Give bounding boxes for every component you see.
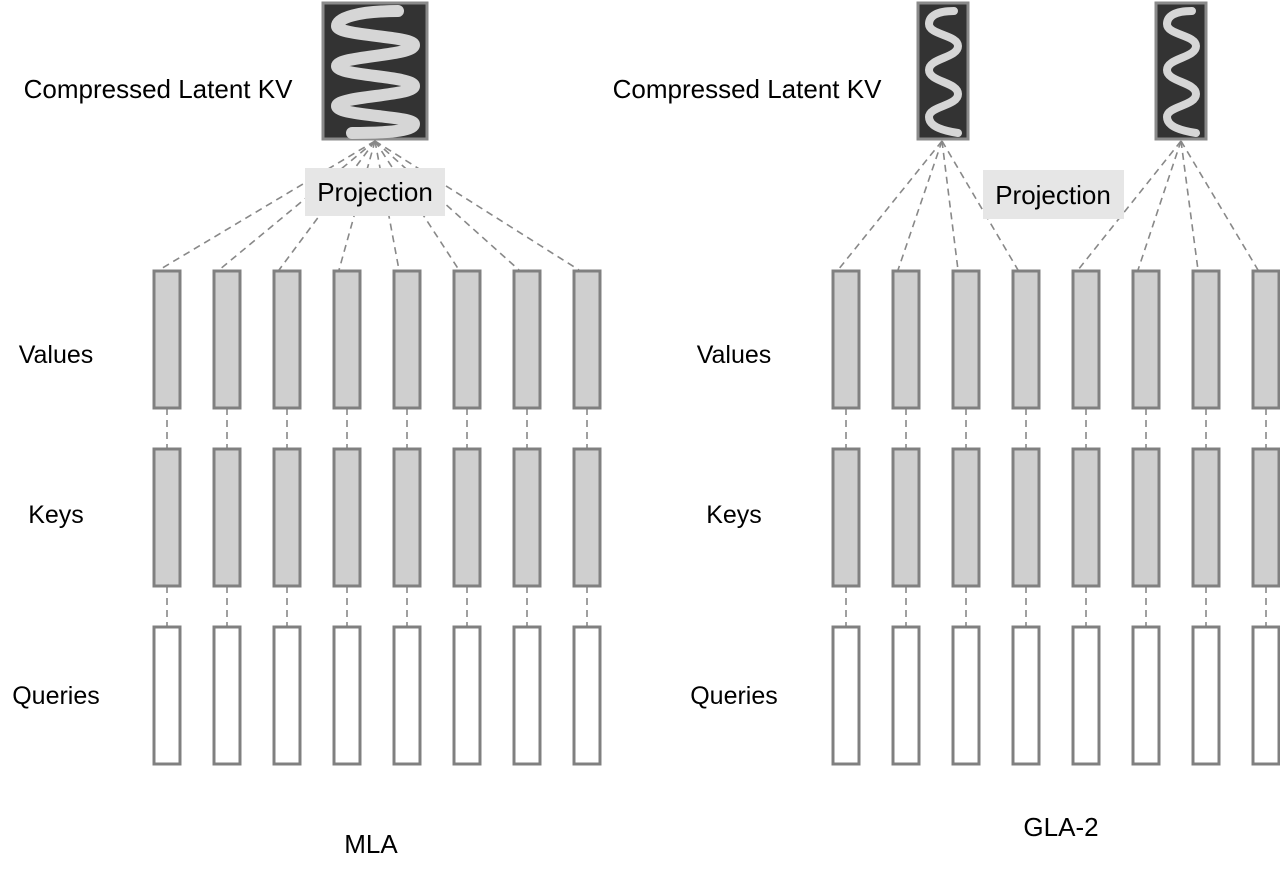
mla-latent-label: Compressed Latent KV	[24, 74, 293, 104]
gla2-value-head-7	[1191, 269, 1221, 410]
gla2-projection-line-3	[941, 140, 959, 271]
mla-query-head-1	[152, 625, 182, 766]
gla2-queries-label: Queries	[690, 682, 778, 710]
gla2-projection-label: Projection	[995, 180, 1111, 210]
mla-values-label: Values	[19, 341, 94, 369]
gla2-heads	[831, 269, 1280, 766]
gla2-value-head-6	[1131, 269, 1161, 410]
mla-key-head-8	[572, 447, 602, 588]
mla-key-head-1	[152, 447, 182, 588]
mla-value-head-8	[572, 269, 602, 410]
mla-projection-line-7	[374, 140, 520, 271]
gla2-title: GLA-2	[1023, 812, 1098, 842]
gla2-value-head-4	[1011, 269, 1041, 410]
gla2-key-head-3	[951, 447, 981, 588]
mla-title: MLA	[344, 829, 398, 859]
gla2-projection-line-7	[1180, 140, 1199, 271]
gla2-value-head-2	[891, 269, 921, 410]
gla2-query-head-6	[1131, 625, 1161, 766]
mla-projection-line-8	[374, 140, 580, 271]
mla-projection-line-2	[218, 140, 376, 271]
mla-projection-line-1	[158, 140, 376, 271]
gla2-projection-line-6	[1137, 140, 1182, 271]
gla2-value-head-3	[951, 269, 981, 410]
mla-projection-line-3	[278, 140, 376, 271]
mla-query-head-7	[512, 625, 542, 766]
gla2-key-head-2	[891, 447, 921, 588]
gla2-projection-bg	[983, 170, 1124, 219]
gla2-panel: Compressed Latent KV Projection Values K…	[613, 1, 1280, 842]
gla2-query-head-5	[1071, 625, 1101, 766]
gla2-key-head-7	[1191, 447, 1221, 588]
mla-key-head-3	[272, 447, 302, 588]
gla2-values-label: Values	[697, 341, 772, 369]
gla2-projection-line-5	[1077, 140, 1182, 271]
gla2-projection-line-8	[1180, 140, 1259, 271]
mla-query-head-2	[212, 625, 242, 766]
gla2-query-head-4	[1011, 625, 1041, 766]
gla2-latent-wave-1	[925, 7, 962, 137]
mla-query-head-5	[392, 625, 422, 766]
gla2-latent-kv-group-2	[1154, 1, 1208, 141]
gla2-query-head-8	[1251, 625, 1280, 766]
gla2-key-head-1	[831, 447, 861, 588]
mla-value-head-5	[392, 269, 422, 410]
mla-value-head-2	[212, 269, 242, 410]
gla2-latent-label: Compressed Latent KV	[613, 74, 882, 104]
gla2-value-head-5	[1071, 269, 1101, 410]
mla-value-head-7	[512, 269, 542, 410]
mla-value-head-6	[452, 269, 482, 410]
mla-value-head-1	[152, 269, 182, 410]
mla-query-head-3	[272, 625, 302, 766]
mla-query-head-4	[332, 625, 362, 766]
gla2-key-head-5	[1071, 447, 1101, 588]
gla2-keys-label: Keys	[706, 501, 762, 529]
mla-value-head-4	[332, 269, 362, 410]
mla-heads	[152, 269, 602, 766]
gla2-value-head-1	[831, 269, 861, 410]
gla2-query-head-7	[1191, 625, 1221, 766]
gla2-key-head-4	[1011, 447, 1041, 588]
mla-latent-kv	[321, 1, 429, 141]
mla-latent-wave	[331, 5, 420, 139]
mla-key-head-6	[452, 447, 482, 588]
gla2-latent-kv-group-1	[916, 1, 970, 141]
mla-value-head-3	[272, 269, 302, 410]
mla-key-head-2	[212, 447, 242, 588]
gla2-connectors	[837, 140, 1267, 627]
mla-projection-label: Projection	[317, 177, 433, 207]
mla-key-head-4	[332, 447, 362, 588]
mla-projection-bg	[305, 168, 445, 216]
gla2-key-head-8	[1251, 447, 1280, 588]
gla2-query-head-2	[891, 625, 921, 766]
mla-query-head-8	[572, 625, 602, 766]
gla2-query-head-3	[951, 625, 981, 766]
mla-key-head-5	[392, 447, 422, 588]
gla2-latent-wave-2	[1163, 7, 1200, 137]
gla2-query-head-1	[831, 625, 861, 766]
mla-queries-label: Queries	[12, 682, 100, 710]
gla2-projection-line-1	[837, 140, 943, 271]
gla2-value-head-8	[1251, 269, 1280, 410]
mla-query-head-6	[452, 625, 482, 766]
gla2-key-head-6	[1131, 447, 1161, 588]
gla2-projection-line-4	[941, 140, 1019, 271]
mla-keys-label: Keys	[28, 501, 84, 529]
mla-key-head-7	[512, 447, 542, 588]
gla2-projection-line-2	[897, 140, 943, 271]
mla-panel: Compressed Latent KV Projection Values K…	[12, 1, 602, 859]
